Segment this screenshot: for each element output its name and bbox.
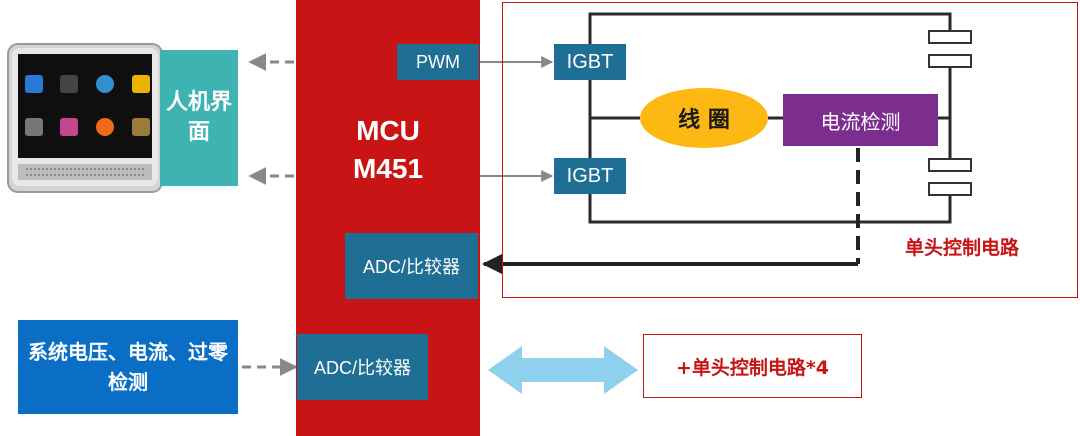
capacitor-top-1	[928, 30, 972, 44]
multi-control-circuit-label: +单头控制电路*4	[675, 356, 830, 379]
hmi-label: 人机界面	[166, 90, 233, 145]
mcu-label-line1: MCU	[356, 115, 420, 146]
adc-comparator-upper: ADC/比较器	[345, 233, 478, 299]
system-sense-block: 系统电压、电流、过零检测	[18, 320, 238, 414]
mcu-label-line2: M451	[352, 153, 424, 184]
system-sense-label: 系统电压、电流、过零检测	[28, 340, 228, 394]
coil-block: 线 圈	[640, 88, 768, 148]
capacitor-top-2	[928, 54, 972, 68]
hmi-block: 人机界面	[160, 50, 238, 186]
adc-comparator-lower: ADC/比较器	[297, 334, 428, 400]
mcu-label: MCU M451	[296, 112, 480, 188]
touch-panel-device	[7, 43, 163, 193]
current-sense-block: 电流检测	[783, 94, 938, 146]
igbt-bottom-block: IGBT	[554, 158, 626, 194]
multi-control-circuit-box: +单头控制电路*4	[643, 334, 862, 398]
app-icons	[25, 75, 150, 136]
single-control-circuit-label: 单头控制电路	[905, 237, 1020, 259]
bidirectional-arrow	[488, 346, 638, 394]
single-control-circuit-frame	[502, 2, 1078, 298]
capacitor-bottom-1	[928, 158, 972, 172]
pwm-block: PWM	[397, 44, 479, 80]
igbt-top-block: IGBT	[554, 44, 626, 80]
capacitor-bottom-2	[928, 182, 972, 196]
